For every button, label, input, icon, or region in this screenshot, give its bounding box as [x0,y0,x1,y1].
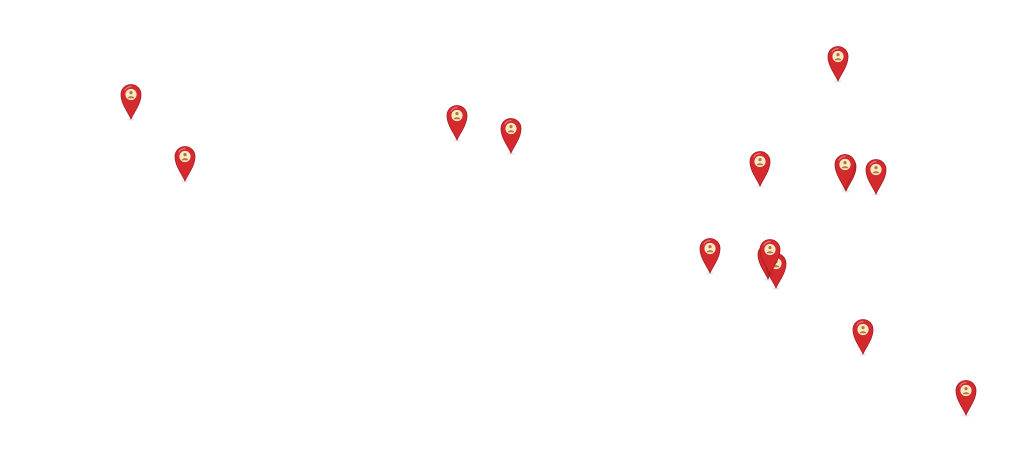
map-pin-icon [699,238,721,275]
person-icon [706,245,714,253]
person-icon [834,53,842,61]
map-marker-6[interactable] [749,150,771,188]
pin-highlight [450,106,458,112]
pin-highlight [838,155,846,161]
map-marker-5[interactable] [827,45,849,83]
pin-icon-disc [505,122,517,135]
map-pin-icon [852,319,874,356]
pin-icon-disc [857,323,869,336]
map-pin-icon [749,151,771,188]
pin-icon-disc [704,242,716,255]
map-pin-icon [759,239,781,276]
map-pin-icon [834,154,856,191]
person-icon [872,166,880,174]
pin-icon-disc [764,243,776,256]
person-icon [766,246,774,254]
pin-icon-disc [179,150,191,163]
pin-highlight [124,85,132,91]
map-pin-icon [955,380,977,417]
map-marker-4[interactable] [500,117,522,155]
map-pin-icon [500,118,522,155]
pin-highlight [703,239,711,245]
person-icon [507,125,515,133]
pin-highlight [763,240,771,246]
map-marker-3[interactable] [446,104,468,142]
map-marker-9[interactable] [699,237,721,275]
person-icon [756,158,764,166]
map-marker-13[interactable] [955,379,977,417]
pin-icon-disc [960,384,972,397]
map-marker-12[interactable] [852,318,874,356]
pin-highlight [869,160,877,166]
pin-highlight [504,119,512,125]
map-marker-1[interactable] [120,83,142,121]
person-icon [181,153,189,161]
map-marker-2[interactable] [174,145,196,183]
pin-icon-disc [870,163,882,176]
map-pin-icon [865,159,887,196]
person-icon [127,91,135,99]
map-pin-icon [827,46,849,83]
map-marker-15[interactable] [834,153,856,191]
pin-icon-disc [832,50,844,63]
pin-highlight [959,381,967,387]
map-pin-icon [446,105,468,142]
pin-icon-disc [125,88,137,101]
map-marker-14[interactable] [759,238,781,276]
person-icon [453,112,461,120]
pin-icon-disc [839,158,851,171]
pin-highlight [831,47,839,53]
person-icon [859,326,867,334]
pin-icon-disc [754,155,766,168]
pin-highlight [178,147,186,153]
map-pin-icon [120,84,142,121]
pin-highlight [753,152,761,158]
person-icon [962,387,970,395]
map-marker-8[interactable] [865,158,887,196]
map-pin-icon [174,146,196,183]
person-icon [841,161,849,169]
pin-highlight [856,320,864,326]
pin-icon-disc [451,109,463,122]
